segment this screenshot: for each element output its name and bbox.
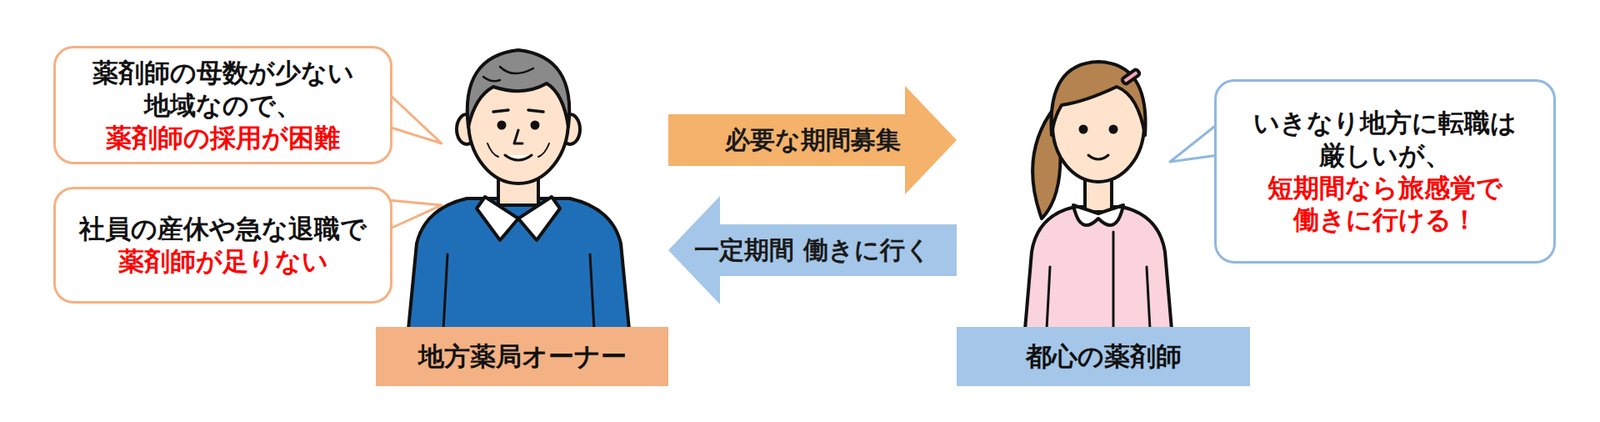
bubble-tail bbox=[388, 93, 442, 144]
bubble-tail bbox=[1170, 123, 1219, 162]
name-plate: 都心の薬剤師 bbox=[956, 326, 1250, 386]
arrow-label: 必要な期間募集 bbox=[725, 125, 901, 155]
bubble-text: 薬剤師の採用が困難 bbox=[105, 121, 340, 155]
pharmacist-figure bbox=[1025, 61, 1172, 330]
name-plate: 地方薬局オーナー bbox=[375, 326, 669, 386]
speech-bubble: 薬剤師の母数が少ない 地域なので、薬剤師の採用が困難 bbox=[53, 45, 393, 165]
bubble-text: 薬剤師の母数が少ない 地域なので、 bbox=[74, 56, 372, 122]
speech-bubble: いきなり地方に転職は 厳しいが、短期間なら旅感覚で 働きに行ける！ bbox=[1214, 79, 1556, 264]
bubble-text: 短期間なら旅感覚で 働きに行ける！ bbox=[1236, 171, 1535, 237]
owner-figure bbox=[408, 50, 630, 330]
person-node: 都心の薬剤師 bbox=[956, 33, 1250, 386]
block-arrow bbox=[668, 195, 957, 305]
bubble-text: いきなり地方に転職は 厳しいが、 bbox=[1236, 106, 1535, 172]
block-arrow bbox=[668, 85, 957, 195]
bubble-text: 社員の産休や急な退職で bbox=[79, 212, 367, 245]
arrow-label: 一定期間 働きに行く bbox=[694, 235, 930, 265]
bubble-text: 薬剤師が足りない bbox=[118, 245, 329, 278]
person-node: 地方薬局オーナー bbox=[375, 33, 669, 386]
speech-bubble: 社員の産休や急な退職で薬剤師が足りない bbox=[53, 186, 393, 304]
